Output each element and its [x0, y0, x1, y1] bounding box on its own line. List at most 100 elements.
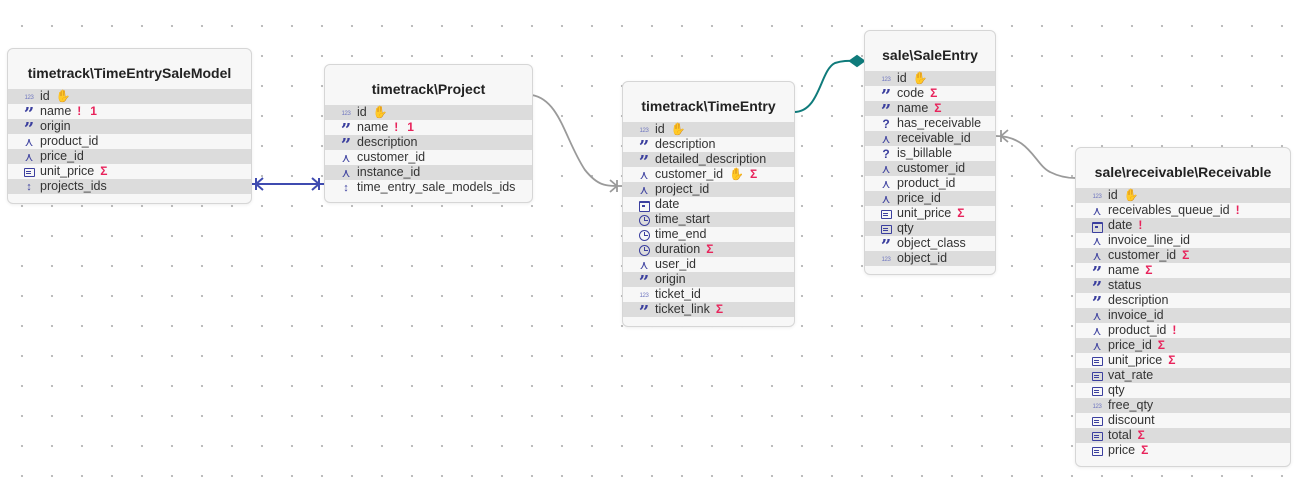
- field-name: name: [40, 104, 72, 118]
- entity-time-entry-sale-model[interactable]: timetrack\TimeEntrySaleModel id✋name!1or…: [7, 48, 252, 204]
- computed-sigma-icon: Σ: [715, 302, 724, 316]
- field-row[interactable]: product_id!: [1076, 323, 1290, 338]
- field-row[interactable]: product_id: [8, 134, 251, 149]
- relation-type-icon: [339, 151, 353, 165]
- field-row[interactable]: detailed_description: [623, 152, 794, 167]
- field-row[interactable]: is_billable: [865, 146, 995, 161]
- field-row[interactable]: ticket_link Σ: [623, 302, 794, 317]
- link-project-time-entry[interactable]: [531, 94, 623, 193]
- field-row[interactable]: code Σ: [865, 86, 995, 101]
- field-row[interactable]: name!1: [8, 104, 251, 119]
- field-row[interactable]: origin: [623, 272, 794, 287]
- field-row[interactable]: status: [1076, 278, 1290, 293]
- string-type-icon: [1090, 294, 1104, 308]
- field-row[interactable]: invoice_id: [1076, 308, 1290, 323]
- field-name: code: [897, 86, 925, 100]
- field-row[interactable]: invoice_line_id: [1076, 233, 1290, 248]
- field-name: object_class: [897, 236, 966, 250]
- entity-title: sale\receivable\Receivable: [1094, 164, 1272, 180]
- field-row[interactable]: time_start: [623, 212, 794, 227]
- link-sale-entry-receivable[interactable]: [995, 129, 1076, 179]
- computed-sigma-icon: Σ: [706, 242, 714, 256]
- string-type-icon: [637, 303, 651, 317]
- link-sale-model-project[interactable]: [251, 177, 324, 191]
- string-type-icon: [339, 121, 353, 135]
- field-name: vat_rate: [1108, 368, 1154, 382]
- field-row[interactable]: receivable_id: [865, 131, 995, 146]
- field-name: has_receivable: [897, 116, 982, 130]
- field-row[interactable]: id✋: [1076, 188, 1290, 203]
- relation-type-icon: [22, 150, 36, 164]
- calc-type-icon: [879, 222, 893, 236]
- field-row[interactable]: price_id: [865, 191, 995, 206]
- field-row[interactable]: time_end: [623, 227, 794, 242]
- field-name: price_id: [40, 149, 84, 163]
- field-row[interactable]: description: [623, 137, 794, 152]
- entity-time-entry[interactable]: timetrack\TimeEntry id✋descriptiondetail…: [622, 81, 795, 327]
- link-time-entry-sale-entry[interactable]: [793, 54, 866, 113]
- computed-sigma-icon: Σ: [750, 167, 758, 181]
- field-row[interactable]: user_id: [623, 257, 794, 272]
- field-name: object_id: [897, 251, 948, 265]
- field-row[interactable]: customer_idΣ: [1076, 248, 1290, 263]
- field-name: detailed_description: [655, 152, 767, 166]
- field-row[interactable]: projects_ids: [8, 179, 251, 194]
- field-row[interactable]: object_id: [865, 251, 995, 266]
- field-row[interactable]: time_entry_sale_models_ids: [325, 180, 532, 195]
- field-row[interactable]: ticket_id: [623, 287, 794, 302]
- field-row[interactable]: id✋: [623, 122, 794, 137]
- field-name: name: [357, 120, 389, 134]
- relation-type-icon: [879, 162, 893, 176]
- field-row[interactable]: price_idΣ: [1076, 338, 1290, 353]
- field-row[interactable]: id✋: [8, 89, 251, 104]
- field-row[interactable]: customer_id✋Σ: [623, 167, 794, 182]
- computed-sigma-icon: Σ: [1168, 353, 1176, 367]
- field-name: customer_id: [1108, 248, 1177, 262]
- computed-sigma-icon: Σ: [100, 164, 108, 178]
- field-name: product_id: [40, 134, 99, 148]
- field-row[interactable]: name!1: [325, 120, 532, 135]
- entity-title: timetrack\TimeEntrySaleModel: [27, 65, 232, 81]
- field-row[interactable]: origin: [8, 119, 251, 134]
- field-row[interactable]: date: [623, 197, 794, 212]
- field-row[interactable]: object_class: [865, 236, 995, 251]
- field-row[interactable]: discount: [1076, 413, 1290, 428]
- field-row[interactable]: description: [325, 135, 532, 150]
- field-name: ticket_link: [655, 302, 710, 316]
- computed-sigma-icon: Σ: [930, 86, 938, 100]
- entity-sale-entry[interactable]: sale\SaleEntry id✋codeΣnameΣhas_receivab…: [864, 30, 996, 275]
- entity-receivable[interactable]: sale\receivable\Receivable id✋receivable…: [1075, 147, 1291, 467]
- field-row[interactable]: qty: [1076, 383, 1290, 398]
- field-row[interactable]: instance_id: [325, 165, 532, 180]
- number-type-icon: [1090, 399, 1104, 413]
- number-type-icon: [637, 123, 651, 137]
- field-row[interactable]: price_id: [8, 149, 251, 164]
- field-row[interactable]: product_id: [865, 176, 995, 191]
- field-row[interactable]: customer_id: [325, 150, 532, 165]
- field-row[interactable]: has_receivable: [865, 116, 995, 131]
- field-name: status: [1108, 278, 1142, 292]
- field-row[interactable]: description: [1076, 293, 1290, 308]
- field-name: ticket_id: [655, 287, 701, 301]
- entity-project[interactable]: timetrack\Project id✋name!1descriptioncu…: [324, 64, 533, 203]
- field-row[interactable]: project_id: [623, 182, 794, 197]
- field-name: id: [1108, 188, 1118, 202]
- field-row[interactable]: vat_rate: [1076, 368, 1290, 383]
- field-row[interactable]: id✋: [865, 71, 995, 86]
- field-name: origin: [40, 119, 71, 133]
- field-row[interactable]: customer_id: [865, 161, 995, 176]
- field-row[interactable]: qty: [865, 221, 995, 236]
- field-row[interactable]: id✋: [325, 105, 532, 120]
- field-row[interactable]: free_qty: [1076, 398, 1290, 413]
- boolean-type-icon: [879, 147, 893, 161]
- field-row[interactable]: receivables_queue_id!: [1076, 203, 1290, 218]
- field-row[interactable]: date!: [1076, 218, 1290, 233]
